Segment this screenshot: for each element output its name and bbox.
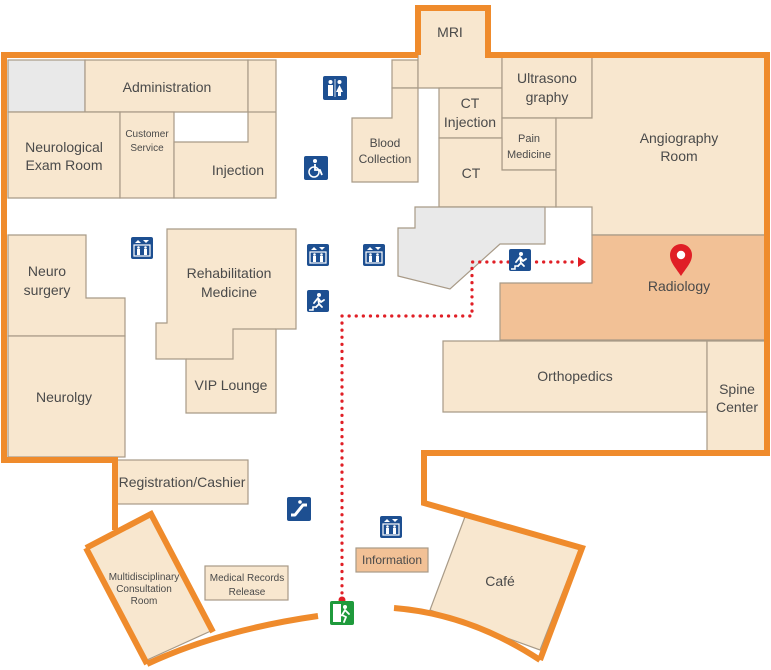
customer-service-label-1: Customer — [125, 129, 169, 140]
ct-injection-label-1: CT — [461, 95, 480, 111]
wheelchair-icon[interactable] — [304, 156, 328, 180]
blood-collection-label-1: Blood — [370, 136, 401, 150]
medical-records-label-2: Release — [229, 587, 266, 598]
medical-records-label-1: Medical Records — [210, 573, 284, 584]
emergency-exit-icon[interactable] — [330, 601, 354, 625]
mri-label: MRI — [437, 24, 463, 40]
room-labels: MRI Administration Ultrasono graphy Neur… — [24, 24, 759, 607]
corridor-block — [391, 59, 419, 89]
customer-service-label-2: Service — [130, 143, 164, 154]
vip-lounge-label: VIP Lounge — [195, 377, 268, 393]
multidisciplinary-label-3: Room — [131, 596, 158, 607]
vip-lounge-divider — [186, 328, 276, 360]
customer-service-room[interactable] — [119, 111, 175, 199]
ultrasonography-room[interactable] — [501, 54, 593, 119]
radiology-label: Radiology — [648, 278, 710, 294]
neurological-exam-label-1: Neurological — [25, 139, 103, 155]
stairs-icon[interactable] — [508, 248, 532, 272]
information-label: Information — [362, 553, 422, 567]
elevator-icon[interactable] — [362, 243, 386, 267]
route-arrowhead — [578, 257, 586, 267]
escalator-icon[interactable] — [287, 497, 311, 521]
route-path — [340, 260, 577, 602]
cafe-label: Café — [485, 573, 515, 589]
angiography-label-2: Room — [660, 148, 697, 164]
information-desk[interactable] — [355, 547, 429, 573]
ultrasonography-label-1: Ultrasono — [517, 70, 577, 86]
central-core — [397, 206, 546, 290]
multidisciplinary-label-1: Multidisciplinary — [109, 572, 180, 583]
angiography-label-1: Angiography — [640, 130, 719, 146]
ct-label: CT — [462, 165, 481, 181]
blood-collection-room[interactable] — [351, 87, 419, 183]
neurological-exam-label-2: Exam Room — [25, 157, 102, 173]
neurosurgery-label-1: Neuro — [28, 263, 66, 279]
radiology-room[interactable] — [499, 234, 766, 341]
neurosurgery-label-2: surgery — [24, 282, 71, 298]
storage-area — [7, 59, 86, 113]
rehabilitation-label-2: Medicine — [201, 284, 257, 300]
administration-label: Administration — [123, 79, 212, 95]
ct-injection-label-2: Injection — [444, 114, 496, 130]
registration-cashier-desk[interactable] — [114, 459, 249, 505]
neurology-label: Neurolgy — [36, 389, 92, 405]
rehabilitation-medicine-room[interactable] — [155, 228, 297, 414]
elevator-icon[interactable] — [379, 515, 403, 539]
elevator-icon[interactable] — [306, 243, 330, 267]
spine-center-label-1: Spine — [719, 381, 755, 397]
pain-medicine-label-1: Pain — [518, 133, 540, 145]
injection-label: Injection — [212, 162, 264, 178]
elevator-icon[interactable] — [130, 236, 154, 260]
neurology-room[interactable] — [7, 335, 126, 458]
pain-medicine-label-2: Medicine — [507, 149, 551, 161]
stairs-icon[interactable] — [306, 289, 330, 313]
medical-records-release-desk[interactable] — [204, 565, 289, 601]
ultrasonography-label-2: graphy — [526, 89, 569, 105]
registration-label: Registration/Cashier — [119, 474, 246, 490]
orthopedics-label: Orthopedics — [537, 368, 612, 384]
neurological-exam-room[interactable] — [7, 111, 121, 199]
rehabilitation-label-1: Rehabilitation — [187, 265, 272, 281]
location-pin-icon — [670, 244, 692, 276]
multidisciplinary-label-2: Consultation — [116, 584, 172, 595]
injection-room[interactable] — [173, 59, 277, 199]
spine-center-label-2: Center — [716, 399, 758, 415]
restroom-icon[interactable] — [323, 76, 347, 100]
outer-walls — [1, 5, 770, 667]
blood-collection-label-2: Collection — [359, 152, 412, 166]
